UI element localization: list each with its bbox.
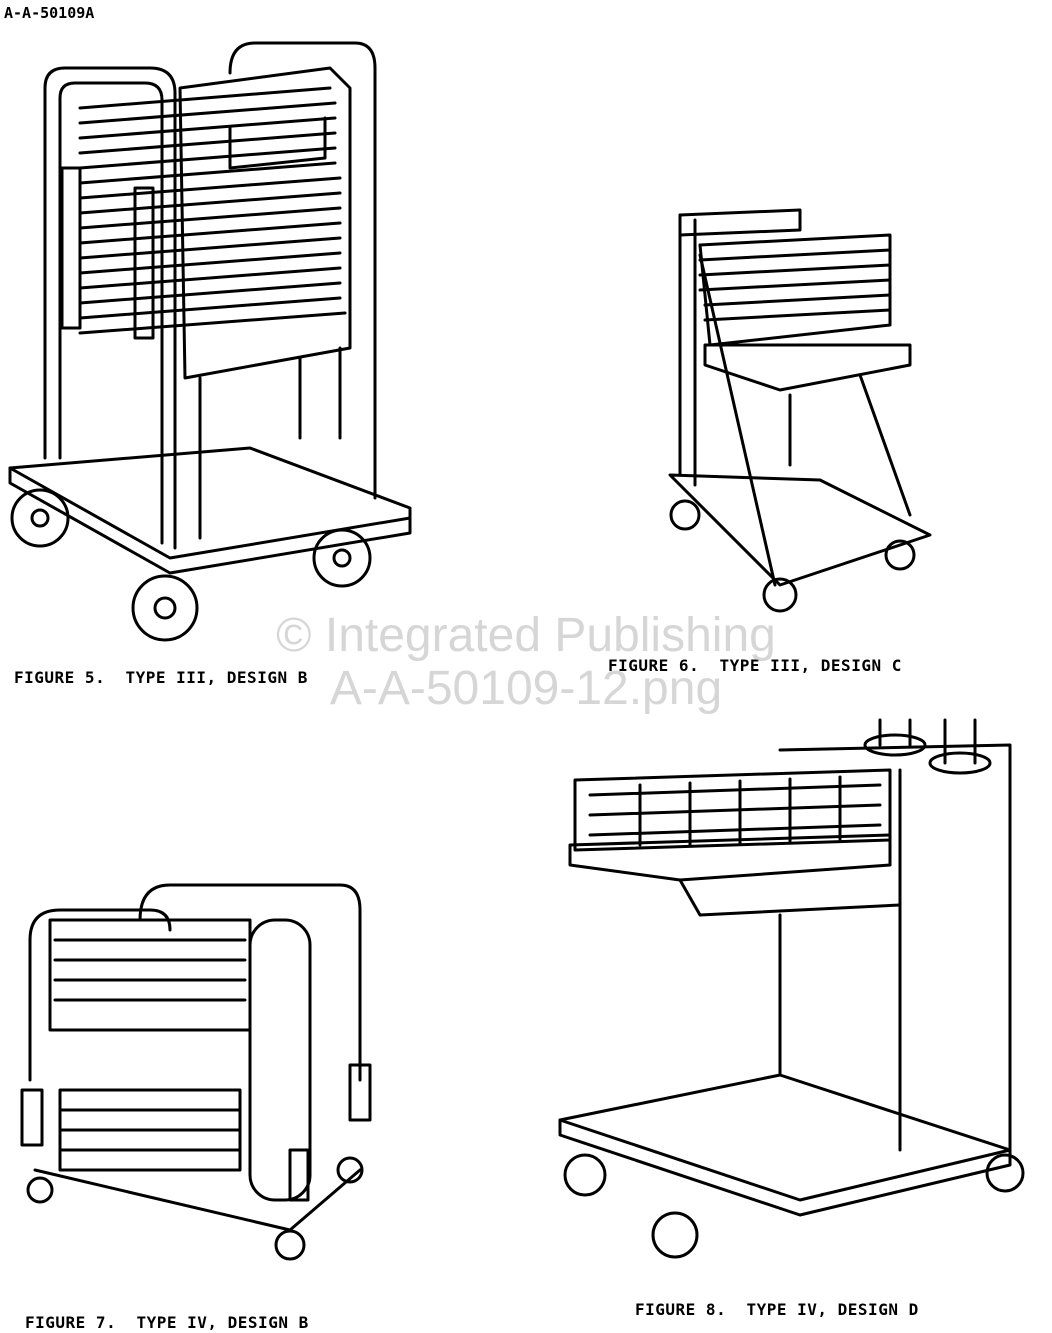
figure-6-illustration — [660, 205, 940, 615]
figure-7-caption: FIGURE 7. TYPE IV, DESIGN B — [25, 1313, 309, 1332]
figure-5-illustration — [0, 28, 430, 648]
figure-7-illustration — [10, 880, 380, 1280]
watermark-line-1: © Integrated Publishing — [276, 609, 776, 662]
document-id: A-A-50109A — [4, 4, 95, 22]
figure-8-illustration — [550, 705, 1040, 1275]
figure-5-caption: FIGURE 5. TYPE III, DESIGN B — [14, 668, 308, 687]
watermark-line-2: A-A-50109-12.png — [329, 662, 723, 715]
figure-8-caption: FIGURE 8. TYPE IV, DESIGN D — [635, 1300, 919, 1319]
figure-6-caption: FIGURE 6. TYPE III, DESIGN C — [608, 656, 902, 675]
